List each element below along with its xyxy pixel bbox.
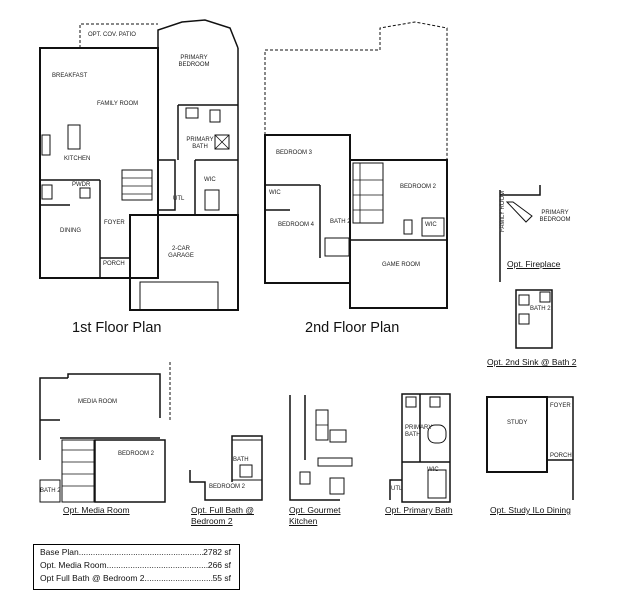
opt-primary-bath-label: PRIMARY BATH (405, 425, 433, 438)
room-label-bedroom4: BEDROOM 4 (278, 222, 315, 228)
room-label-bedroom3: BEDROOM 3 (276, 150, 313, 156)
second-sink-bath-label: BATH 2 (530, 306, 551, 312)
room-label-game-room: GAME ROOM (382, 262, 421, 268)
room-label-dining: DINING (60, 228, 81, 234)
room-label-primary-bath: PRIMARY BATH (186, 137, 214, 150)
room-label-patio: OPT. COV. PATIO (88, 32, 136, 38)
study-foyer-label: FOYER (550, 403, 571, 409)
area-row: Base Plan ..............................… (40, 547, 231, 558)
room-label-wic-a: WIC (269, 190, 281, 196)
area-row: Opt. Media Room ........................… (40, 560, 231, 571)
second-floor-walls (264, 134, 448, 309)
patio-dashed-outline (79, 23, 158, 49)
room-label-utl: UTL (173, 196, 185, 202)
study-caption: Opt. Study ILo Dining (490, 505, 571, 515)
media-room-option-drawing (39, 362, 171, 503)
room-label-wic-b: WIC (425, 222, 437, 228)
study-label: STUDY (507, 420, 528, 426)
room-label-bath2: BATH 2 (330, 219, 351, 225)
primary-bath-caption: Opt. Primary Bath (385, 505, 453, 515)
gourmet-kitchen-caption: Opt. Gourmet Kitchen (289, 505, 341, 526)
study-porch-label: PORCH (550, 453, 572, 459)
room-label-wic: WIC (204, 177, 216, 183)
primary-bath-option-drawing (389, 393, 451, 503)
fireplace-option-drawing (499, 185, 541, 282)
full-bath-option-drawing (189, 435, 263, 501)
full-bath-bedroom2-label: BEDROOM 2 (209, 484, 246, 490)
area-row-name: Opt Full Bath @ Bedroom 2 (40, 573, 145, 583)
area-row-value: 266 sf (207, 560, 231, 570)
area-row: Opt Full Bath @ Bedroom 2 ..............… (40, 573, 231, 584)
first-floor-plan-title: 1st Floor Plan (72, 320, 162, 336)
room-label-bedroom2: BEDROOM 2 (400, 184, 437, 190)
room-label-foyer: FOYER (104, 220, 125, 226)
room-label-garage: 2-CAR GARAGE (168, 246, 194, 259)
media-bath2-label: BATH 2 (40, 488, 61, 494)
area-table: Base Plan ..............................… (33, 544, 240, 590)
second-floor-dashed-footprint (264, 21, 448, 160)
media-room-caption: Opt. Media Room (63, 505, 130, 515)
area-row-value: 2782 sf (203, 547, 231, 557)
area-row-name: Base Plan (40, 547, 79, 557)
room-label-family-room: FAMILY ROOM (97, 101, 139, 107)
full-bath-bath-label: BATH (233, 457, 249, 463)
area-row-name: Opt. Media Room (40, 560, 107, 570)
room-label-breakfast: BREAKFAST (52, 73, 88, 79)
media-bedroom2-label: BEDROOM 2 (118, 451, 155, 457)
gourmet-kitchen-option-drawing (289, 395, 353, 501)
fireplace-primary-bedroom-label: PRIMARY BEDROOM (539, 210, 571, 223)
second-sink-caption: Opt. 2nd Sink @ Bath 2 (487, 357, 577, 367)
fireplace-family-room-label: FAMILY ROOM (500, 190, 506, 232)
area-row-dots: ........................................… (78, 547, 204, 557)
study-option-drawing (486, 396, 574, 500)
room-label-porch: PORCH (103, 261, 125, 267)
opt-primary-bath-wic-label: WIC (427, 467, 439, 473)
opt-primary-bath-utl-label: UTL (391, 486, 403, 492)
area-row-dots: ........................................… (144, 573, 213, 583)
full-bath-caption: Opt. Full Bath @ Bedroom 2 (191, 505, 254, 526)
second-sink-option-drawing (515, 289, 553, 349)
fireplace-caption: Opt. Fireplace (507, 259, 561, 269)
media-room-label: MEDIA ROOM (78, 399, 118, 405)
area-row-value: 55 sf (212, 573, 231, 583)
room-label-kitchen: KITCHEN (64, 156, 91, 162)
room-label-pwdr: PWDR (72, 182, 91, 188)
area-row-dots: ........................................… (106, 560, 208, 570)
second-floor-plan-title: 2nd Floor Plan (305, 320, 400, 336)
first-floor-walls (39, 19, 239, 311)
room-label-primary-bedroom: PRIMARY BEDROOM (178, 55, 210, 68)
